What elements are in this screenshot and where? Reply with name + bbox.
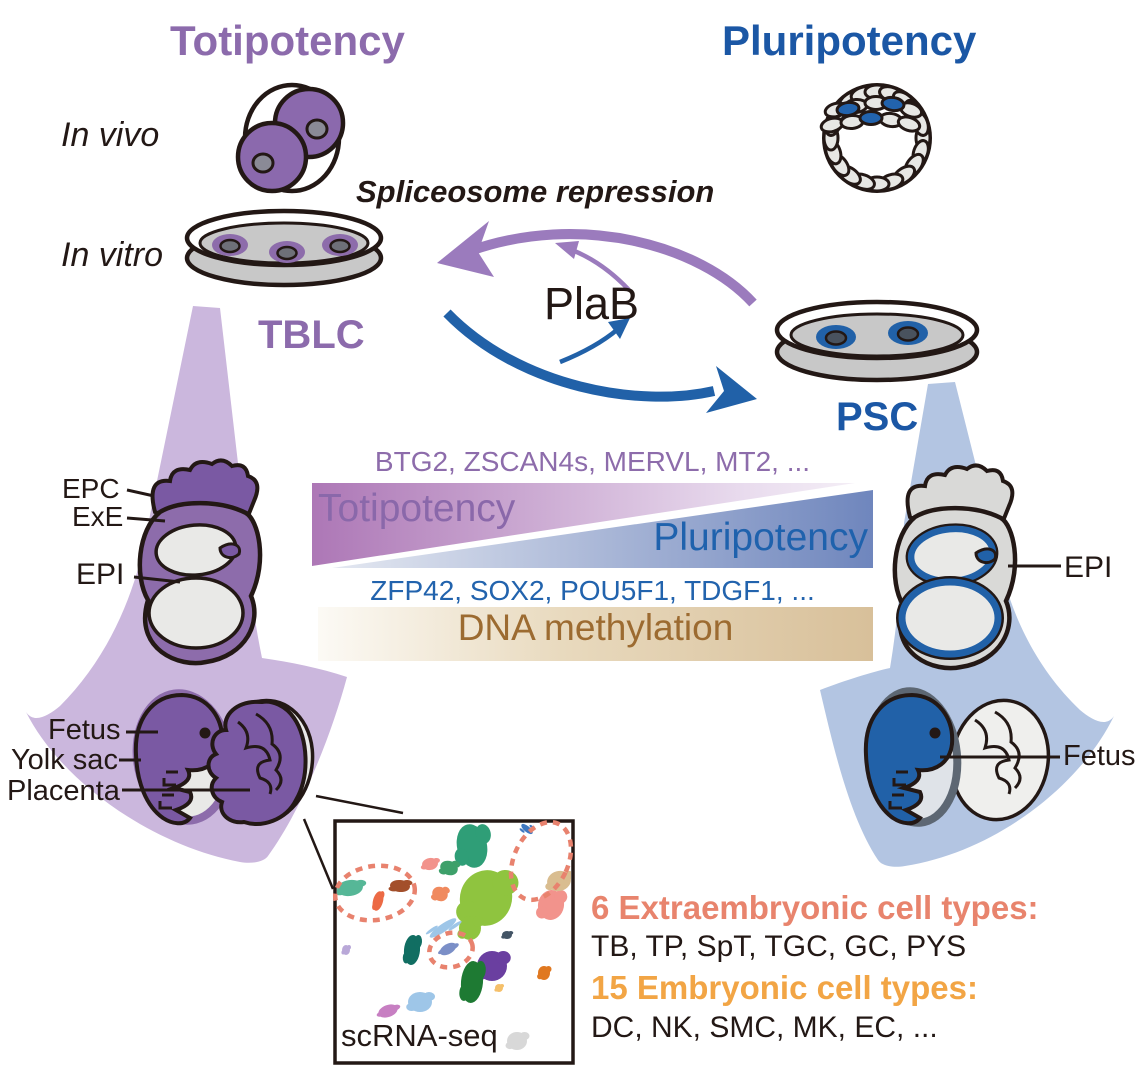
egg-cylinder-left-leader-lines — [126, 488, 181, 584]
fetus-left-label: Fetus — [48, 714, 121, 746]
placenta-label: Placenta — [7, 775, 120, 807]
spliceosome-repression-label: Spliceosome repression — [356, 174, 715, 209]
band-pluripotency-label: Pluripotency — [653, 516, 868, 559]
two-cell-embryo-illustration — [235, 82, 346, 194]
umap-plot — [332, 819, 575, 1065]
totipotency-title: Totipotency — [170, 17, 405, 64]
scrna-seq-caption: scRNA-seq — [341, 1018, 498, 1053]
purple-conversion-arrow — [437, 221, 757, 307]
epi-right-label: EPI — [1064, 551, 1113, 584]
totipotency-genes-label: BTG2, ZSCAN4s, MERVL, MT2, ... — [374, 446, 811, 477]
magnifier-lines — [302, 794, 404, 890]
extraembryonic-list: TB, TP, SpT, TGC, GC, PYS — [591, 930, 967, 963]
in-vitro-label: In vitro — [61, 236, 164, 274]
conceptus-right-illustration — [863, 687, 1051, 827]
umap-highlight-circles — [332, 819, 574, 970]
plab-arrow-purple — [555, 241, 631, 292]
in-vivo-label: In vivo — [61, 116, 160, 154]
plab-label: PlaB — [544, 278, 640, 329]
potency-gradient-band — [312, 483, 873, 661]
fetus-right-label: Fetus — [1063, 740, 1136, 772]
blastocyst-illustration — [819, 83, 932, 193]
plab-arrow-blue — [559, 318, 630, 365]
tblc-label: TBLC — [258, 313, 365, 357]
band-totipotency-label: Totipotency — [318, 487, 516, 530]
psc-label: PSC — [836, 395, 919, 439]
egg-cylinder-left-illustration — [137, 458, 263, 666]
blue-conversion-arrow — [443, 309, 757, 413]
egg-cylinder-right-illustration — [892, 463, 1018, 671]
dna-methylation-label: DNA methylation — [457, 607, 734, 648]
embryonic-title: 15 Embryonic cell types: — [591, 969, 978, 1006]
extraembryonic-title: 6 Extraembryonic cell types: — [591, 889, 1039, 926]
epi-left-label: EPI — [76, 558, 125, 591]
exe-label: ExE — [72, 501, 124, 532]
yolk-sac-label: Yolk sac — [11, 744, 118, 776]
dna-methylation-bar — [318, 607, 873, 661]
tblc-dish-illustration — [184, 208, 384, 288]
epc-label: EPC — [62, 473, 120, 504]
psc-dish-illustration — [774, 299, 980, 383]
pluripotency-title: Pluripotency — [722, 17, 977, 64]
embryonic-list: DC, NK, SMC, MK, EC, ... — [591, 1011, 938, 1044]
conceptus-left-leader-lines — [119, 730, 250, 792]
pluripotency-genes-label: ZFP42, SOX2, POU5F1, TDGF1, ... — [370, 575, 815, 606]
